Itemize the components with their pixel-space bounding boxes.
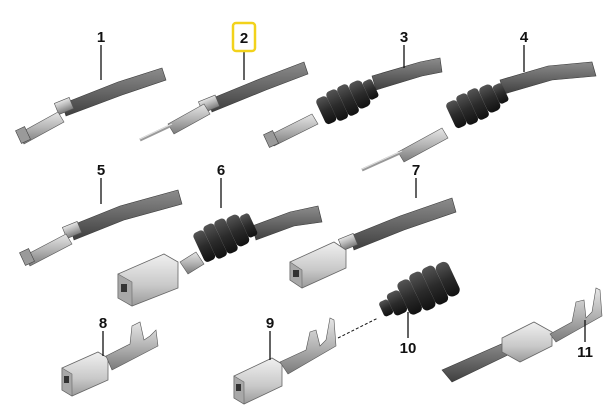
callout-10[interactable]: 10: [400, 340, 417, 357]
callout-4[interactable]: 4: [520, 29, 529, 46]
part-7-housing-cable: [289, 197, 457, 289]
part-9-housing-terminal: [233, 317, 379, 405]
callout-3[interactable]: 3: [400, 29, 408, 46]
callout-2[interactable]: 2: [240, 30, 248, 47]
part-3-cable-seal-terminal: [263, 57, 443, 148]
part-5-cable-terminal: [19, 189, 183, 267]
callout-labels: 1 2 3 4 5 6 7 8 9 10 11: [97, 29, 593, 361]
part-10-seal: [379, 261, 460, 317]
highlight-box-part-2: [231, 21, 257, 53]
callout-5[interactable]: 5: [97, 162, 105, 179]
leader-lines: [100, 45, 586, 360]
callout-9[interactable]: 9: [266, 315, 274, 332]
callout-8[interactable]: 8: [99, 315, 107, 332]
part-11-terminal-flat-lead: [441, 287, 603, 383]
callout-1[interactable]: 1: [97, 29, 105, 46]
part-8-housing-terminal: [61, 321, 159, 397]
callout-7[interactable]: 7: [412, 162, 420, 179]
callout-11[interactable]: 11: [577, 344, 593, 361]
part-6-housing-seal-cable: [117, 205, 323, 307]
part-1-cable-terminal: [15, 67, 167, 145]
part-4-cable-seal-pin: [361, 61, 597, 172]
part-2-cable-pin-terminal: [139, 61, 309, 142]
callout-6[interactable]: 6: [217, 162, 225, 179]
